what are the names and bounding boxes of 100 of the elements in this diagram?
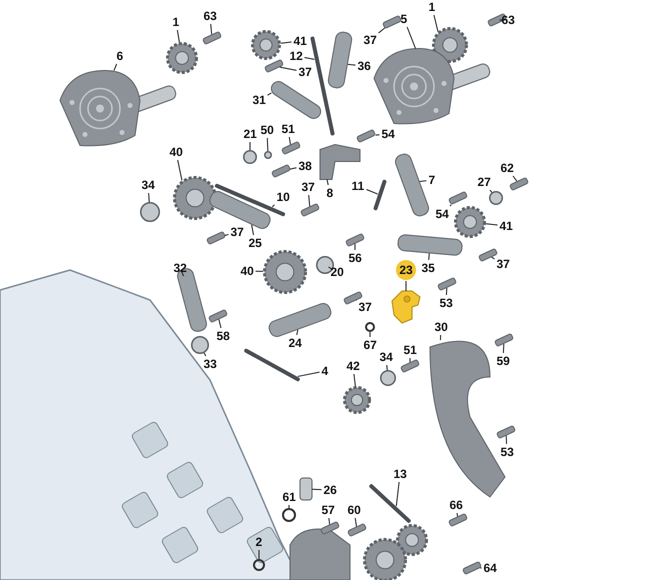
leader-line — [210, 24, 212, 35]
leader-line — [255, 270, 264, 272]
callout-number: 11 — [352, 179, 364, 193]
bolt — [347, 522, 367, 538]
callout-number: 59 — [496, 354, 510, 368]
callout-number: 5 — [400, 12, 408, 26]
camshaft-adjuster — [60, 70, 178, 146]
callout-number: 42 — [346, 359, 360, 373]
callout-number: 67 — [364, 338, 377, 352]
callout-number: 53 — [500, 445, 514, 459]
callout-number: 36 — [358, 59, 371, 73]
leader-line — [354, 243, 356, 250]
bolt — [281, 140, 301, 156]
leader-line — [266, 138, 268, 152]
leader-line — [353, 374, 356, 387]
callout-number: 58 — [216, 329, 230, 343]
callout-number: 1 — [428, 0, 436, 14]
leader-line — [280, 42, 292, 44]
leader-line — [296, 329, 298, 336]
leader-line — [326, 179, 329, 186]
callout-number: 6 — [116, 49, 124, 63]
leader-line — [386, 364, 388, 371]
leader-line — [176, 30, 180, 43]
leader-line — [290, 167, 297, 170]
washer — [380, 370, 396, 386]
callout-number: 56 — [348, 251, 362, 265]
bolt — [448, 512, 468, 528]
leader-line — [502, 343, 504, 354]
leader-line — [347, 64, 356, 66]
callout-number: 63 — [204, 9, 217, 23]
spring — [300, 478, 312, 500]
leader-line — [456, 512, 458, 517]
leader-line — [297, 372, 320, 377]
callout-number: 64 — [484, 561, 497, 575]
leader-line — [450, 204, 452, 206]
leader-line — [446, 287, 448, 296]
callout-number: 34 — [142, 178, 155, 192]
callout-number: 61 — [282, 490, 296, 504]
leader-line — [485, 223, 498, 226]
leader-line — [288, 504, 290, 509]
leader-line — [258, 550, 260, 560]
leader-line — [328, 518, 330, 525]
bolt — [208, 308, 228, 324]
callout-number: 20 — [330, 265, 344, 279]
bracket — [320, 144, 360, 180]
callout-number: 37 — [302, 180, 315, 194]
callout-number: 63 — [502, 13, 515, 27]
callout-number: 41 — [500, 219, 513, 233]
callout-number: 53 — [440, 296, 453, 310]
leader-line — [218, 318, 222, 328]
leader-line — [272, 204, 275, 208]
washer — [191, 336, 209, 354]
callout-number: 12 — [290, 49, 303, 63]
leader-line — [512, 176, 518, 182]
leader-line — [328, 266, 334, 270]
callout-number: 24 — [288, 336, 302, 350]
callout-number: 60 — [348, 503, 361, 517]
callout-number: 21 — [244, 127, 257, 141]
callout-number: 37 — [298, 65, 312, 79]
leader-line — [113, 64, 118, 72]
washer — [489, 191, 503, 205]
callout-number: 35 — [422, 261, 435, 275]
callout-number: 51 — [404, 343, 417, 357]
callout-number: 2 — [256, 535, 262, 549]
leader-line — [366, 188, 378, 195]
chain-tensioner — [391, 290, 421, 324]
callout-number: 37 — [364, 33, 377, 47]
callout-number: 51 — [282, 122, 295, 136]
washer — [243, 150, 257, 164]
bolt — [264, 58, 284, 74]
bolt — [320, 520, 340, 536]
callout-number: 31 — [252, 93, 266, 107]
chain-guide-rail — [396, 234, 464, 256]
callout-number: 33 — [204, 357, 217, 371]
sprocket — [263, 250, 307, 294]
leader-line — [375, 134, 380, 136]
camshaft-adjuster — [374, 48, 492, 124]
leader-line — [378, 27, 386, 34]
leader-line — [428, 252, 430, 260]
callout-number: 27 — [478, 175, 491, 189]
sprocket — [454, 206, 486, 238]
callout-number: 37 — [230, 225, 244, 239]
leader-line — [491, 256, 495, 260]
callout-number: 40 — [170, 145, 183, 159]
callout-number: 7 — [428, 173, 436, 187]
sprocket — [343, 386, 371, 414]
callout-number: 62 — [500, 161, 514, 175]
bolt — [496, 424, 516, 440]
callout-number: 13 — [394, 467, 407, 481]
leader-line — [419, 180, 427, 182]
sprocket — [173, 176, 217, 220]
o-ring — [282, 508, 296, 522]
callout-number: 37 — [496, 257, 510, 271]
callout-number: 26 — [324, 483, 337, 497]
callout-number: 57 — [322, 503, 335, 517]
callout-number: 40 — [240, 264, 254, 278]
callout-number: 66 — [450, 498, 463, 512]
leader-line — [440, 334, 442, 341]
bolt — [478, 248, 498, 262]
callout-number: 4 — [322, 364, 328, 378]
